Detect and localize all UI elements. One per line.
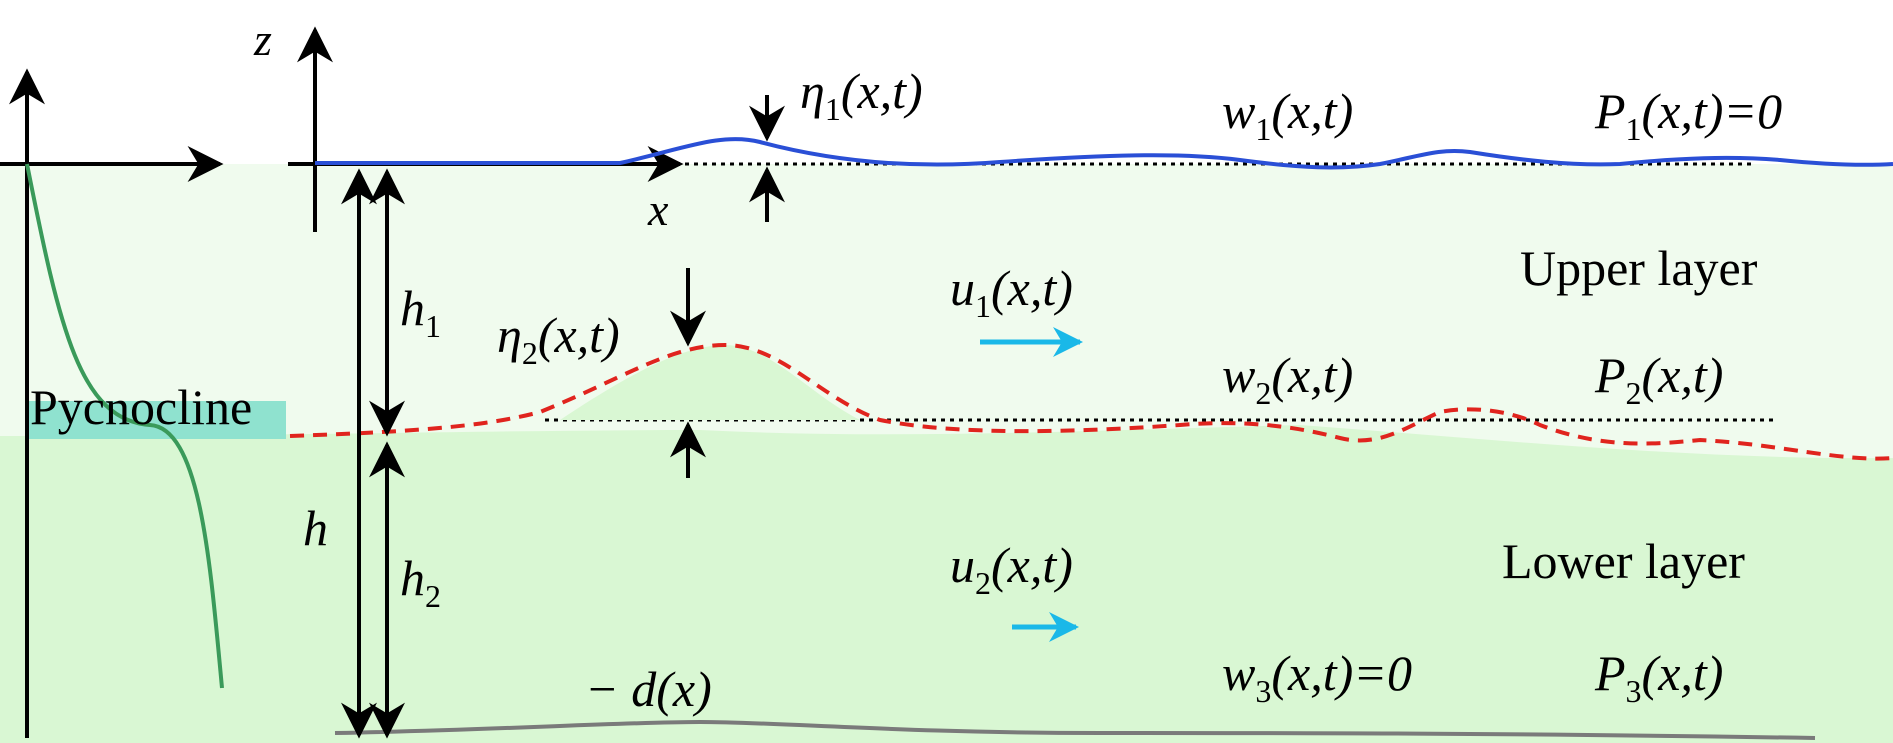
eta1-label: η1(x,t)	[800, 63, 923, 127]
eta2-label: η2(x,t)	[497, 307, 620, 371]
lower-layer-label: Lower layer	[1502, 533, 1745, 589]
u1-label: u1(x,t)	[950, 260, 1073, 324]
p2-label: P2(x,t)	[1594, 347, 1723, 411]
w1-label: w1(x,t)	[1222, 83, 1353, 147]
h2-label: h2	[400, 550, 441, 614]
h-label: h	[303, 500, 328, 556]
z-axis-label: z	[253, 14, 272, 65]
internal-interface-line	[289, 342, 1893, 461]
pycnocline-band	[28, 401, 286, 439]
h1-label: h1	[400, 280, 441, 344]
x-axis-label: x	[647, 184, 669, 235]
bottom-boundary-line	[334, 719, 1816, 740]
interface-hump-fill	[560, 345, 860, 420]
pycnocline-label: Pycnocline	[30, 379, 252, 435]
upper-layer-label: Upper layer	[1520, 240, 1758, 296]
density-profile-curve	[25, 163, 224, 689]
w2-label: w2(x,t)	[1222, 347, 1353, 411]
p1-label: P1(x,t)=0	[1594, 83, 1782, 147]
p3-label: P3(x,t)	[1594, 645, 1723, 709]
upper-layer-region	[0, 164, 1893, 460]
free-surface-line	[315, 137, 1893, 170]
w3-label: w3(x,t)=0	[1222, 645, 1412, 709]
u2-label: u2(x,t)	[950, 537, 1073, 601]
lower-layer-region	[0, 425, 1893, 743]
depth-label: − d(x)	[585, 661, 712, 717]
